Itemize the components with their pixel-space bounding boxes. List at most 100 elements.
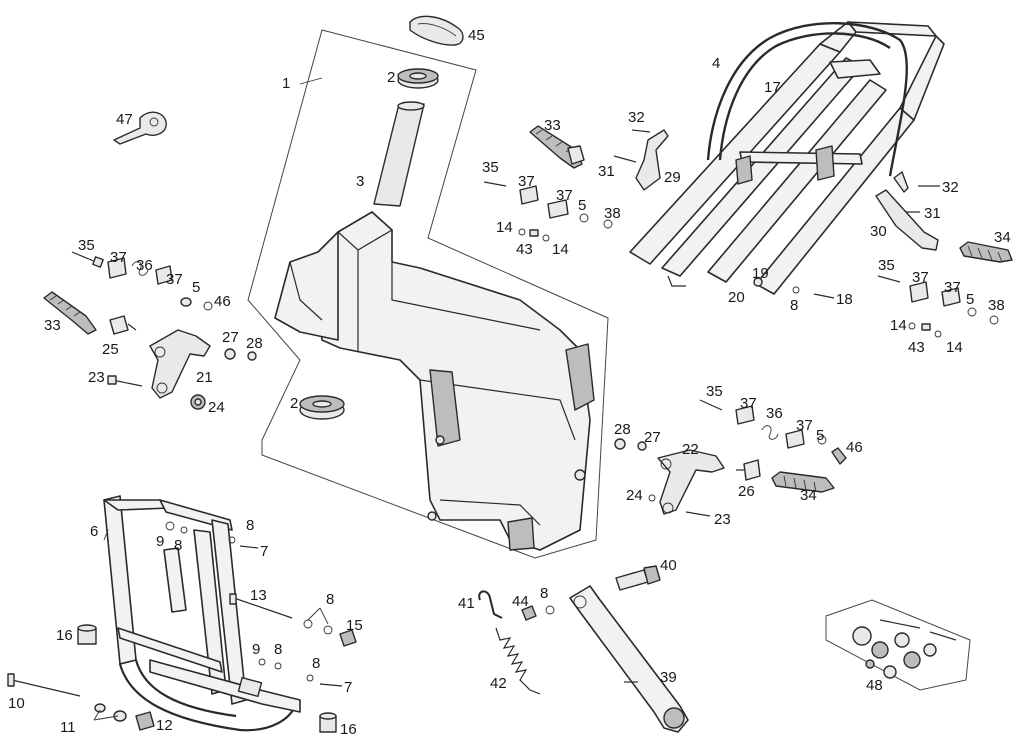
callout-37-center-a: 37	[518, 173, 535, 190]
callout-10: 10	[8, 695, 25, 712]
callout-37-right-a: 37	[912, 269, 929, 286]
callout-46-lower: 46	[846, 439, 863, 456]
callout-34-lower: 34	[800, 487, 817, 504]
callout-45: 45	[468, 27, 485, 44]
callout-18: 18	[836, 291, 853, 308]
callout-8-stand-top-a: 8	[246, 517, 254, 534]
callout-37-left-b: 37	[166, 271, 183, 288]
callout-43-right: 43	[908, 339, 925, 356]
callout-26: 26	[738, 483, 755, 500]
callout-2-bottom: 2	[290, 395, 298, 412]
callout-33-left: 33	[44, 317, 61, 334]
callout-30: 30	[870, 223, 887, 240]
callout-14-right-a: 14	[890, 317, 907, 334]
callout-8-stand-mid: 8	[326, 591, 334, 608]
callout-41: 41	[458, 595, 475, 612]
callout-5-center: 5	[578, 197, 586, 214]
callout-9-low: 9	[252, 641, 260, 658]
callout-8-stand-low-a: 8	[274, 641, 282, 658]
callout-22: 22	[682, 441, 699, 458]
callout-24-right: 24	[626, 487, 643, 504]
callout-20: 20	[728, 289, 745, 306]
part-2-bushing-bottom	[299, 395, 345, 420]
callout-7-top: 7	[260, 543, 268, 560]
frame-kit-outline	[247, 29, 609, 559]
callout-37-lower-b: 37	[796, 417, 813, 434]
callout-28-right: 28	[614, 421, 631, 438]
callout-12: 12	[156, 717, 173, 734]
callout-37-left-a: 37	[110, 249, 127, 266]
callout-43-center: 43	[516, 241, 533, 258]
callout-35-lower: 35	[706, 383, 723, 400]
callout-5-right: 5	[966, 291, 974, 308]
callout-37-lower-a: 37	[740, 395, 757, 412]
callout-36-lower: 36	[766, 405, 783, 422]
callout-2-top: 2	[387, 69, 395, 86]
callouts: 1 2 2 3 4 5 5 5 5 6 7 7 8 8 8 8 8 8 8 9 …	[8, 27, 1011, 738]
callout-8-stand-top-b: 8	[174, 537, 182, 554]
callout-32-center: 32	[628, 109, 645, 126]
part-39-side-stand	[569, 585, 689, 733]
callout-42: 42	[490, 675, 507, 692]
part-47-key	[113, 111, 167, 145]
callout-6: 6	[90, 523, 98, 540]
callout-37-center-b: 37	[556, 187, 573, 204]
callout-27-left: 27	[222, 329, 239, 346]
callout-38-center: 38	[604, 205, 621, 222]
callout-46-left: 46	[214, 293, 231, 310]
callout-5-left: 5	[192, 279, 200, 296]
callout-31-right: 31	[924, 205, 941, 222]
part-1-main-frame	[274, 211, 595, 551]
callout-7-bottom: 7	[344, 679, 352, 696]
callout-32-right: 32	[942, 179, 959, 196]
callout-11: 11	[60, 719, 76, 736]
left-footrest-assembly	[43, 251, 257, 410]
part-2-bushing-top	[397, 68, 439, 89]
callout-23-right: 23	[714, 511, 731, 528]
callout-25: 25	[102, 341, 119, 358]
callout-47: 47	[116, 111, 133, 128]
callout-35-center: 35	[482, 159, 499, 176]
right-lower-footrest-assembly	[614, 399, 847, 517]
callout-13: 13	[250, 587, 267, 604]
callout-4: 4	[712, 55, 720, 72]
callout-23-left: 23	[88, 369, 105, 386]
callout-1: 1	[282, 75, 290, 92]
callout-14-right-b: 14	[946, 339, 963, 356]
callout-16-right: 16	[340, 721, 357, 738]
callout-16-left: 16	[56, 627, 73, 644]
callout-36-left: 36	[136, 257, 153, 274]
callout-19: 19	[752, 265, 769, 282]
callout-8-subframe: 8	[790, 297, 798, 314]
callout-35-left: 35	[78, 237, 95, 254]
callout-21: 21	[196, 369, 213, 386]
callout-34-right: 34	[994, 229, 1011, 246]
part-48-hardware-kit	[825, 599, 971, 691]
callout-44: 44	[512, 593, 529, 610]
callout-37-right-b: 37	[944, 279, 961, 296]
callout-8-sidestand: 8	[540, 585, 548, 602]
callout-14-center-a: 14	[496, 219, 513, 236]
callout-38-right: 38	[988, 297, 1005, 314]
callout-29: 29	[664, 169, 681, 186]
part-40-bolt	[615, 565, 661, 591]
callout-3: 3	[356, 173, 364, 190]
right-rear-footrest-group	[753, 171, 1013, 338]
callout-15: 15	[346, 617, 363, 634]
callout-17: 17	[764, 79, 781, 96]
center-footrest-pieces	[483, 125, 669, 242]
part-42-spring	[495, 627, 541, 695]
callout-39: 39	[660, 669, 677, 686]
leader-lines	[93, 529, 329, 721]
part-6-center-stand	[7, 495, 357, 733]
callout-8-stand-low-b: 8	[312, 655, 320, 672]
callout-9-top: 9	[156, 533, 164, 550]
part-45-strap	[409, 15, 464, 46]
callout-14-center-b: 14	[552, 241, 569, 258]
part-4-grab-bar	[706, 22, 908, 177]
callout-35-right: 35	[878, 257, 895, 274]
part-44-nut	[521, 605, 555, 621]
part-41-hook	[478, 590, 503, 619]
callout-33-center: 33	[544, 117, 561, 134]
